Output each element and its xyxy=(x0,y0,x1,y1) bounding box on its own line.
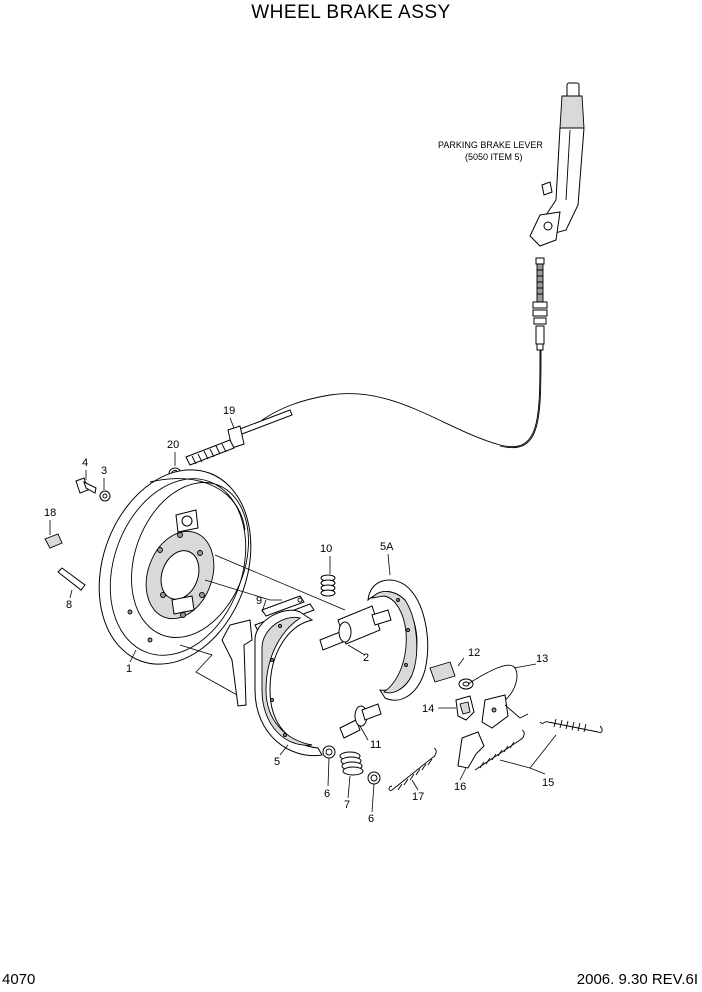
parking-cable-end xyxy=(532,257,548,351)
part-14-adjuster xyxy=(455,695,475,721)
label-10: 10 xyxy=(320,543,332,555)
part-6-washer-left xyxy=(322,745,336,759)
label-19: 19 xyxy=(223,405,235,417)
parking-brake-lever xyxy=(529,82,585,247)
label-5: 5 xyxy=(274,756,280,768)
part-12-plate xyxy=(429,661,474,690)
label-5a: 5A xyxy=(380,541,394,553)
part-6-washer-right xyxy=(367,771,381,785)
revision-date: 2006. 9.30 REV.6I xyxy=(576,971,698,988)
page-title: WHEEL BRAKE ASSY xyxy=(251,2,451,23)
label-3: 3 xyxy=(101,465,107,477)
part-2-wheel-cylinder xyxy=(319,605,392,651)
label-17: 17 xyxy=(412,791,424,803)
part-18-nipple xyxy=(44,533,63,549)
parking-lever xyxy=(221,619,253,707)
page-number: 4070 xyxy=(2,971,36,988)
part-4-bolt xyxy=(75,477,97,494)
part-3-washer xyxy=(99,490,111,502)
label-15: 15 xyxy=(542,777,554,789)
label-1: 1 xyxy=(126,663,132,675)
part-15-springs xyxy=(474,718,603,771)
part-13-adjuster-cable xyxy=(467,664,529,729)
parking-brake-note-line2: (5050 ITEM 5) xyxy=(465,152,523,162)
label-7: 7 xyxy=(344,799,350,811)
label-12: 12 xyxy=(468,647,480,659)
label-16: 16 xyxy=(454,781,466,793)
part-5-brake-shoe xyxy=(254,609,323,757)
part-7-spring xyxy=(339,751,364,776)
parking-brake-note-line1: PARKING BRAKE LEVER xyxy=(438,140,543,150)
label-6-left: 6 xyxy=(324,788,330,800)
label-13: 13 xyxy=(536,653,548,665)
label-9: 9 xyxy=(256,595,262,607)
part-10-spring xyxy=(320,574,336,597)
label-6-right: 6 xyxy=(368,813,374,825)
label-11: 11 xyxy=(370,739,381,751)
label-18: 18 xyxy=(44,507,56,519)
label-8: 8 xyxy=(66,599,72,611)
part-17-spring xyxy=(388,747,437,791)
label-2: 2 xyxy=(363,652,369,664)
part-16-lever xyxy=(457,731,485,769)
label-4: 4 xyxy=(82,457,88,469)
parking-brake-cable xyxy=(261,349,541,447)
label-14: 14 xyxy=(422,703,434,715)
label-20: 20 xyxy=(167,439,179,451)
part-19-cable-sleeve xyxy=(185,409,293,466)
part-11-adjuster-screw xyxy=(339,703,382,739)
part-8-pin xyxy=(57,567,86,591)
part-5a-brake-shoe xyxy=(367,579,429,701)
